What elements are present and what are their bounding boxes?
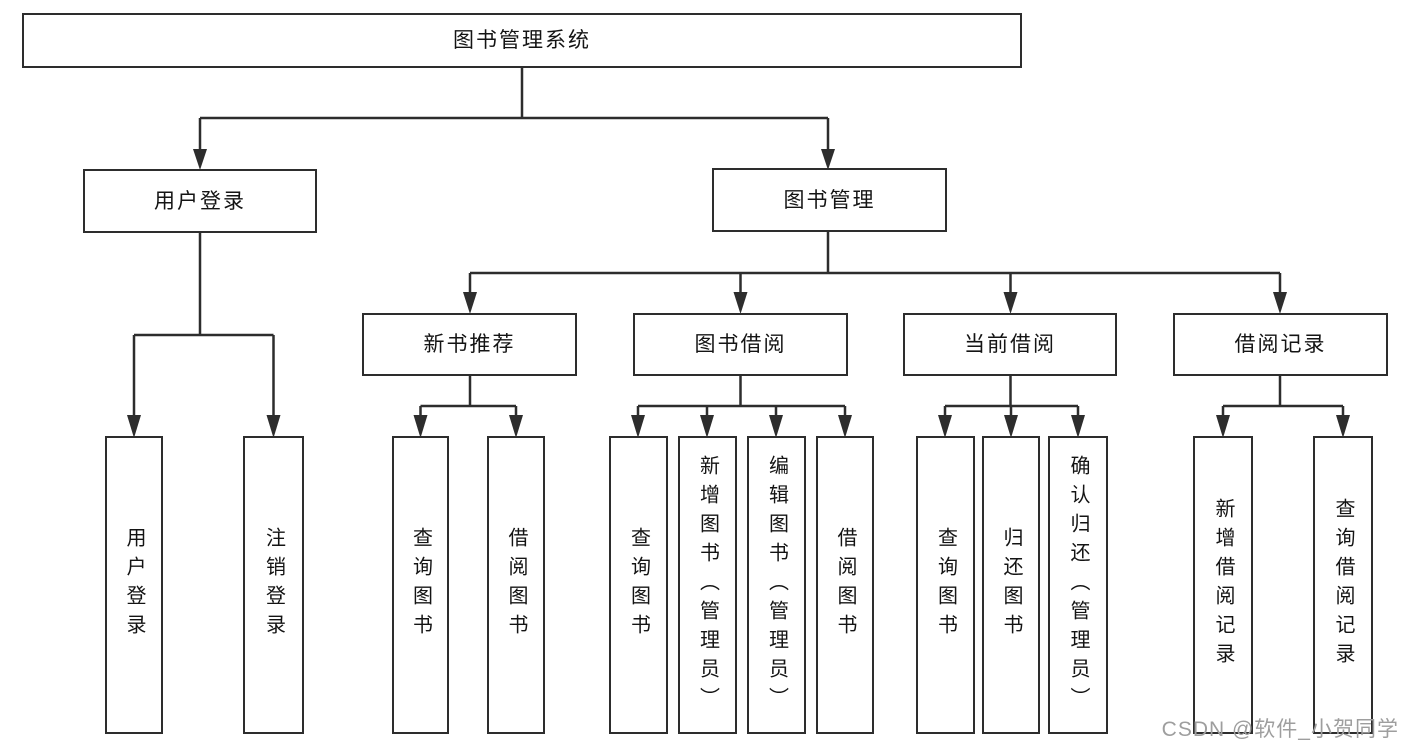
leaf-cb-query-books: 查询图书 [916, 436, 975, 734]
leaf-cb-return-books: 归还图书 [982, 436, 1040, 734]
csdn-watermark: CSDN @软件_小贺同学 [1161, 718, 1399, 741]
leaf-rec-query-books: 查询图书 [392, 436, 449, 734]
node-borrow-records: 借阅记录 [1173, 313, 1388, 376]
leaf-logout: 注销登录 [243, 436, 304, 734]
leaf-bb-borrow-books: 借阅图书 [816, 436, 874, 734]
node-book-management: 图书管理 [712, 168, 947, 232]
leaf-cb-confirm-return-admin: 确认归还（管理员） [1048, 436, 1108, 734]
node-library-system: 图书管理系统 [22, 13, 1022, 68]
node-current-borrow: 当前借阅 [903, 313, 1117, 376]
leaf-bb-add-books-admin: 新增图书（管理员） [678, 436, 737, 734]
leaf-user-login: 用户登录 [105, 436, 163, 734]
leaf-br-add-record: 新增借阅记录 [1193, 436, 1253, 734]
arrowhead-icons [127, 149, 1350, 438]
node-user-login: 用户登录 [83, 169, 317, 233]
leaf-bb-edit-books-admin: 编辑图书（管理员） [747, 436, 806, 734]
leaf-rec-borrow-books: 借阅图书 [487, 436, 545, 734]
node-new-book-recommend: 新书推荐 [362, 313, 577, 376]
node-book-borrow: 图书借阅 [633, 313, 848, 376]
leaf-br-query-record: 查询借阅记录 [1313, 436, 1373, 734]
leaf-bb-query-books: 查询图书 [609, 436, 668, 734]
